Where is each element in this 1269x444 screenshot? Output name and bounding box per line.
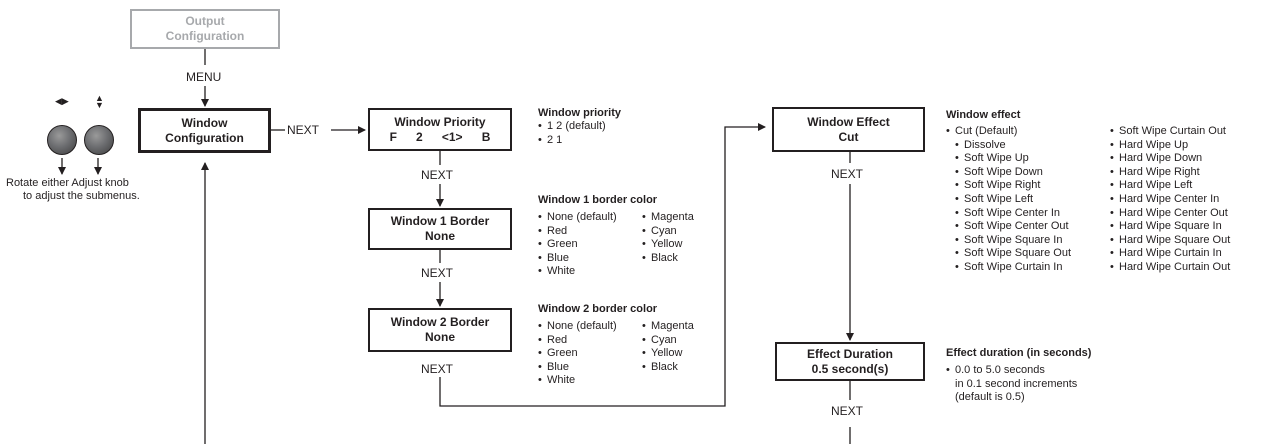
priority-row-item: B [481,129,491,144]
list-item: Dissolve [946,139,1071,153]
menu-label: MENU [186,70,222,84]
effect-note-heading: Window effect [946,109,1021,121]
list-item: Hard Wipe Down [1110,152,1230,166]
list-item: Red [538,334,617,348]
list-item: Cut (Default) [946,125,1071,139]
list-item: Soft Wipe Center Out [946,220,1071,234]
output-box-line1: Output [185,14,225,28]
list-item: Hard Wipe Curtain In [1110,247,1230,261]
list-item: 1 2 (default) [538,120,606,134]
list-item: Hard Wipe Left [1110,179,1230,193]
next-label: NEXT [421,168,454,182]
up-down-arrows-icon: ▲▼ [95,93,104,110]
border1-note-col2: Magenta Cyan Yellow Black [642,211,694,265]
list-item: Magenta [642,211,694,225]
priority-box-line1: Window Priority [394,114,486,129]
list-item: White [538,374,617,388]
effect-note-col1: Cut (Default) Dissolve Soft Wipe Up Soft… [946,125,1071,275]
window-effect-box: Window Effect Cut [772,107,925,152]
list-item: None (default) [538,320,617,334]
list-item: Cyan [642,225,694,239]
next-label: NEXT [831,404,864,418]
border2-note-col1: None (default) Red Green Blue White [538,320,617,388]
list-item: in 0.1 second increments [955,377,1078,390]
list-item: Yellow [642,238,694,252]
list-item: Hard Wipe Up [1110,139,1230,153]
list-item: Soft Wipe Square In [946,234,1071,248]
window1-border-box: Window 1 Border None [368,208,512,250]
list-item: Red [538,225,617,239]
list-item: Magenta [642,320,694,334]
left-right-arrows-icon: ◀▶ [55,96,69,106]
list-item: 2 1 [538,134,606,148]
list-item: Hard Wipe Square Out [1110,234,1230,248]
duration-box-line2: 0.5 second(s) [811,361,889,376]
list-item: Green [538,347,617,361]
window2-border-box: Window 2 Border None [368,308,512,352]
border1-note-col1: None (default) Red Green Blue White [538,211,617,279]
list-item: Hard Wipe Square In [1110,220,1230,234]
adjust-knob-horizontal[interactable] [47,125,77,155]
list-item: Hard Wipe Center Out [1110,207,1230,221]
next-label: NEXT [831,167,864,181]
border2-box-line2: None [425,330,455,344]
border1-box-line2: None [425,229,455,243]
list-item: Soft Wipe Left [946,193,1071,207]
priority-row-item: <1> [441,129,463,144]
effect-duration-box: Effect Duration 0.5 second(s) [775,342,925,381]
window-configuration-box: Window Configuration [138,108,271,153]
list-item: Hard Wipe Center In [1110,193,1230,207]
list-item: Blue [538,252,617,266]
list-item: Soft Wipe Center In [946,207,1071,221]
next-label: NEXT [287,123,320,137]
priority-row-item: F [389,129,397,144]
list-item: Soft Wipe Curtain In [946,261,1071,275]
border2-note-heading: Window 2 border color [538,303,658,315]
list-item: Hard Wipe Curtain Out [1110,261,1230,275]
adjust-knob-vertical[interactable] [84,125,114,155]
window-box-line1: Window [181,115,228,130]
list-item: Blue [538,361,617,375]
arrow-border2-effect [439,123,766,407]
knob-caption-line1: Rotate either Adjust knob [6,177,129,189]
priority-row-item: 2 [416,129,423,144]
priority-note-list: 1 2 (default) 2 1 [538,120,606,147]
list-item: Soft Wipe Square Out [946,247,1071,261]
list-item: Yellow [642,347,694,361]
effect-box-line1: Window Effect [807,114,890,129]
border1-box-line1: Window 1 Border [390,214,490,228]
output-configuration-box: Output Configuration [130,9,280,49]
list-item: Soft Wipe Up [946,152,1071,166]
effect-box-line2: Cut [838,129,859,144]
duration-box-line1: Effect Duration [806,346,893,361]
list-item: Soft Wipe Curtain Out [1110,125,1230,139]
list-item: Black [642,361,694,375]
effect-note-col2: Soft Wipe Curtain Out Hard Wipe Up Hard … [1110,125,1230,275]
priority-note-heading: Window priority [538,107,622,119]
duration-note-heading: Effect duration (in seconds) [946,347,1092,359]
list-item: Cyan [642,334,694,348]
window-priority-box: Window Priority F 2 <1> B [368,108,512,151]
border2-box-line1: Window 2 Border [390,315,490,329]
list-item: Hard Wipe Right [1110,166,1230,180]
border2-note-col2: Magenta Cyan Yellow Black [642,320,694,374]
priority-box-row: F 2 <1> B [370,130,510,145]
list-item: Green [538,238,617,252]
list-item: 0.0 to 5.0 seconds [946,364,1077,378]
list-item: Black [642,252,694,266]
list-item: (default is 0.5) [955,391,1025,404]
list-item: Soft Wipe Down [946,166,1071,180]
list-item: White [538,265,617,279]
list-item: Soft Wipe Right [946,179,1071,193]
next-label: NEXT [421,362,454,376]
next-label: NEXT [421,266,454,280]
window-box-line2: Configuration [165,130,244,145]
duration-note-list: 0.0 to 5.0 seconds in 0.1 second increme… [946,364,1077,405]
output-box-line2: Configuration [165,29,245,43]
knob-caption-line2: to adjust the submenus. [23,190,140,202]
list-item: None (default) [538,211,617,225]
border1-note-heading: Window 1 border color [538,194,658,206]
